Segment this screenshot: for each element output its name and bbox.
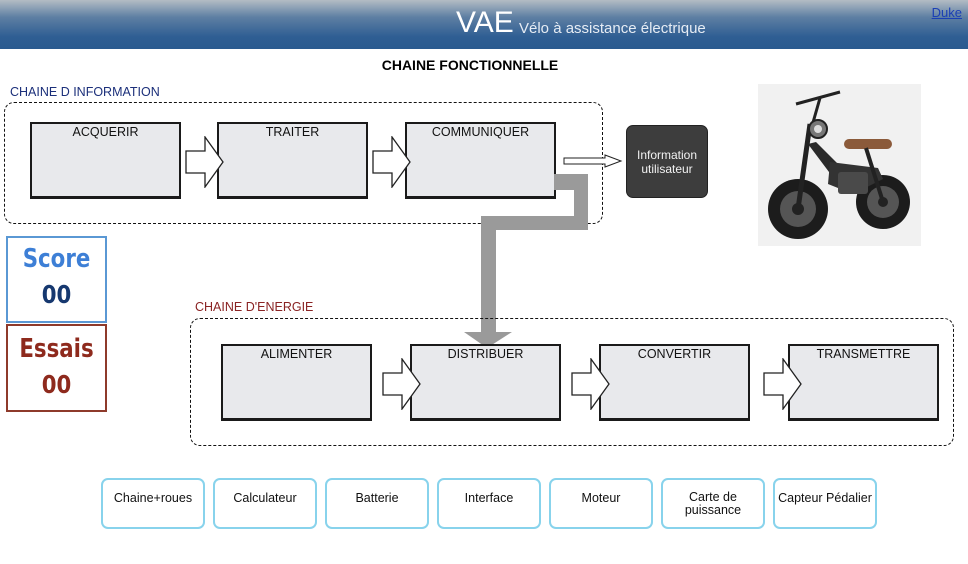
app-title: VAE — [456, 6, 514, 39]
flow-arrow-icon — [372, 136, 411, 188]
energy-chain-container — [190, 318, 954, 446]
connector-arrow-icon — [464, 174, 588, 348]
answer-card-carte-puissance[interactable]: Carte de puissance — [661, 478, 765, 529]
duke-link[interactable]: Duke — [931, 5, 962, 20]
transmettre-box[interactable]: TRANSMETTRE — [788, 344, 939, 421]
page-title: CHAINE FONCTIONNELLE — [381, 57, 559, 73]
output-arrow-icon — [563, 154, 623, 168]
essais-value: 00 — [41, 370, 72, 399]
app-subtitle: Vélo à assistance électrique — [519, 20, 706, 37]
information-utilisateur-box: Information utilisateur — [626, 125, 708, 198]
answer-card-batterie[interactable]: Batterie — [325, 478, 429, 529]
info-chain-label: CHAINE D INFORMATION — [10, 85, 160, 99]
energy-chain-label: CHAINE D'ENERGIE — [195, 300, 314, 314]
answer-card-chaine-roues[interactable]: Chaine+roues — [101, 478, 205, 529]
header-bar: VAE Vélo à assistance électrique Duke — [0, 0, 968, 49]
distribuer-box[interactable]: DISTRIBUER — [410, 344, 561, 421]
traiter-box[interactable]: TRAITER — [217, 122, 368, 199]
convertir-box[interactable]: CONVERTIR — [599, 344, 750, 421]
acquerir-box[interactable]: ACQUERIR — [30, 122, 181, 199]
score-label: Score — [22, 244, 91, 274]
alimenter-box[interactable]: ALIMENTER — [221, 344, 372, 421]
flow-arrow-icon — [763, 358, 802, 410]
flow-arrow-icon — [185, 136, 224, 188]
information-utilisateur-label: Information utilisateur — [636, 147, 698, 176]
answer-card-calculateur[interactable]: Calculateur — [213, 478, 317, 529]
score-panel: Score 00 — [6, 236, 107, 323]
answer-card-moteur[interactable]: Moteur — [549, 478, 653, 529]
essais-panel: Essais 00 — [6, 324, 107, 412]
flow-arrow-icon — [571, 358, 610, 410]
score-value: 00 — [41, 280, 72, 309]
flow-arrow-icon — [382, 358, 421, 410]
answer-card-capteur-pedalier[interactable]: Capteur Pédalier — [773, 478, 877, 529]
essais-label: Essais — [19, 334, 94, 364]
bike-image — [758, 84, 921, 246]
answer-card-interface[interactable]: Interface — [437, 478, 541, 529]
